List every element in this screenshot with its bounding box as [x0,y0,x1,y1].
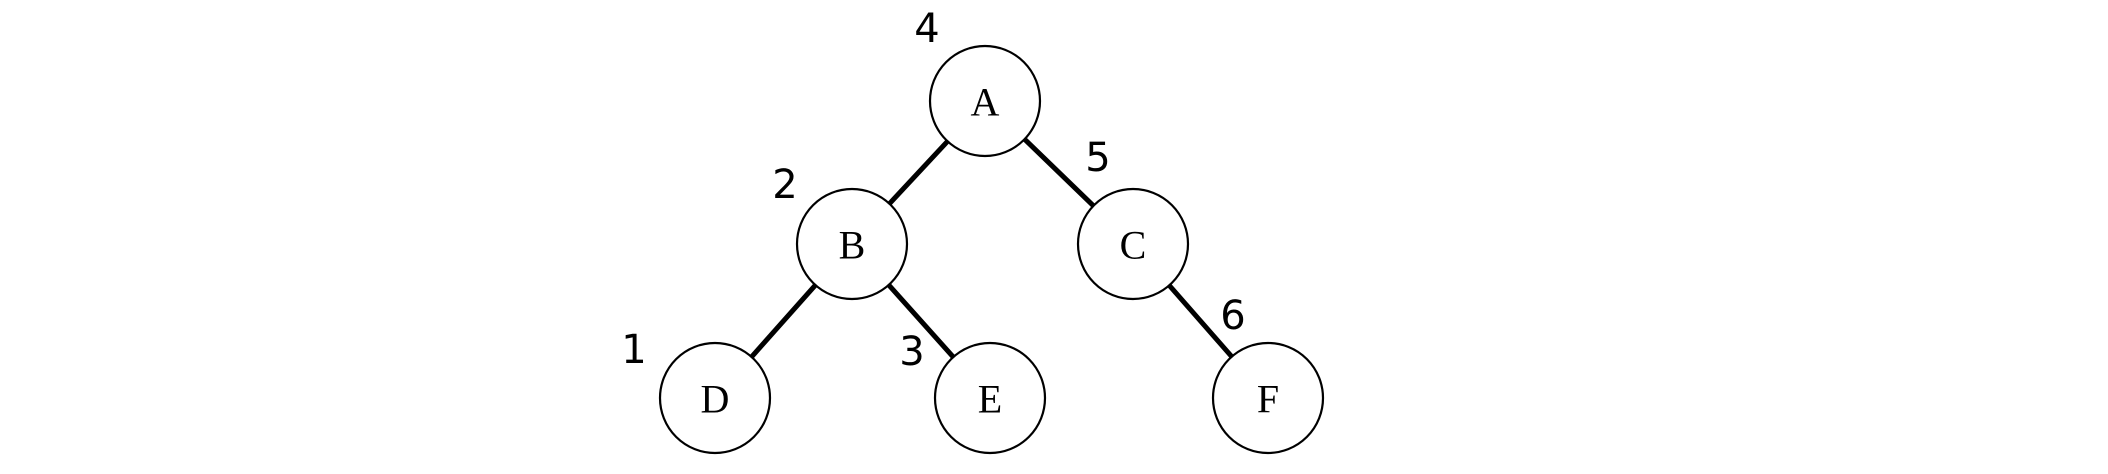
node-circle-e[interactable] [933,341,1047,455]
tree-edge-b-e [886,283,956,359]
tree-node-a[interactable]: A [928,44,1042,158]
node-letter-a: A [971,80,1000,125]
node-letter-d: D [701,377,730,422]
node-circle-f[interactable] [1211,341,1325,455]
node-letter-c: C [1120,223,1147,268]
tree-node-b[interactable]: B [795,187,909,301]
tree-node-d[interactable]: D [658,341,772,455]
edges-group [749,137,1234,359]
node-index-label-c: 5 [1085,135,1110,181]
node-circle-b[interactable] [795,187,909,301]
node-index-label-b: 2 [772,162,797,208]
node-index-label-d: 1 [621,327,646,373]
node-circle-d[interactable] [658,341,772,455]
tree-edge-a-b [887,139,950,206]
node-letter-f: F [1257,377,1279,422]
node-circle-a[interactable] [928,44,1042,158]
nodes-group: A B C D E F [658,44,1325,455]
node-index-label-e: 3 [899,329,924,375]
node-circle-c[interactable] [1076,187,1190,301]
index-labels-group: 4 2 5 1 3 6 [621,6,1245,375]
tree-node-e[interactable]: E [933,341,1047,455]
node-letter-b: B [839,223,866,268]
tree-node-f[interactable]: F [1211,341,1325,455]
node-letter-e: E [978,377,1002,422]
tree-edge-a-c [1022,137,1096,208]
tree-node-c[interactable]: C [1076,187,1190,301]
node-index-label-f: 6 [1220,293,1245,339]
tree-edge-c-f [1167,283,1234,359]
node-index-label-a: 4 [914,6,939,52]
tree-edge-b-d [749,283,818,359]
